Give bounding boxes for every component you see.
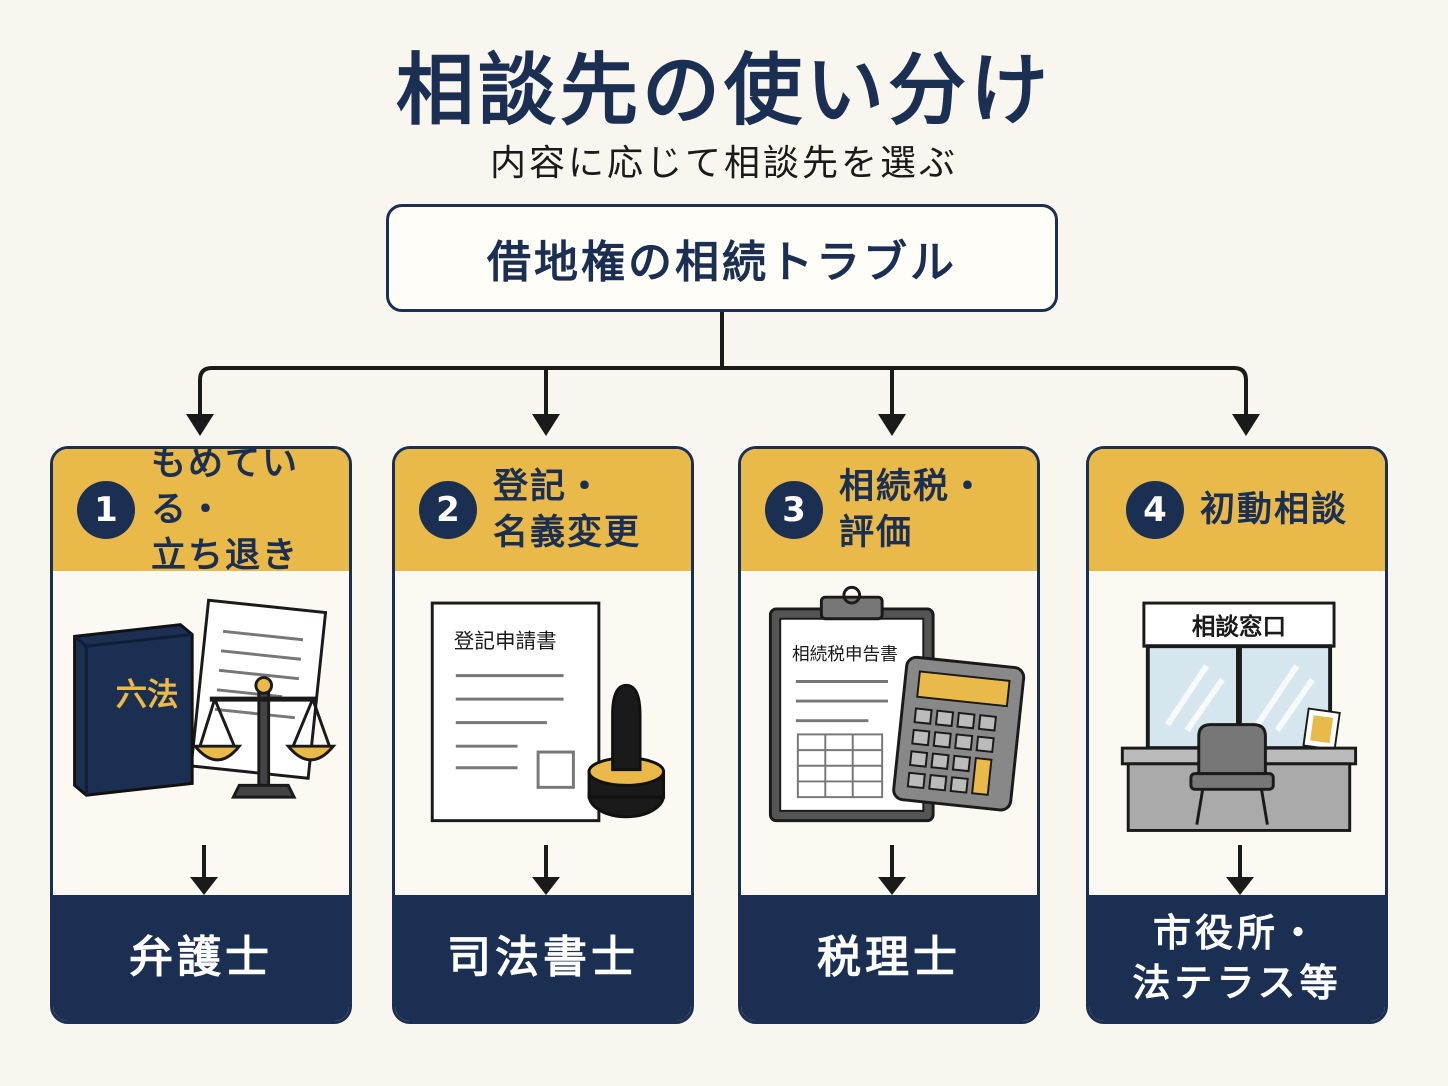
page-title: 相談先の使い分け [395,46,1052,136]
arrow-head-4 [1232,414,1260,436]
counter-window-icon: 相談窓口 [1120,601,1358,832]
document-title: 登記申請書 [454,629,557,653]
counter-sign: 相談窓口 [1192,612,1286,640]
card-topic: 相続税・ 評価 [839,467,988,553]
arrow-head-3 [878,414,906,436]
connector-lines [186,312,1260,436]
card-topic: 初動相談 [1199,490,1348,530]
down-arrow-icon [878,845,906,895]
arrow-head-1 [186,414,214,436]
down-arrow-icon [1226,845,1254,895]
card-topic: もめている・ 立ち退き [151,446,300,576]
number-badge: 4 [1125,481,1184,539]
card-topic: 登記・ 名義変更 [493,467,642,553]
card-1: 1 もめている・ 立ち退き 六法 [50,446,352,1024]
advisor-label: 市役所・ 法テラス等 [1089,895,1385,1021]
card-header: 4 初動相談 [1089,449,1385,571]
page-subtitle: 内容に応じて相談先を選ぶ [489,143,958,184]
document-title: 相続税申告書 [792,644,898,665]
law-book-scales-icon: 六法 [73,598,337,799]
down-arrow-icon [190,845,218,895]
advisor-label: 司法書士 [395,895,691,1021]
book-label: 六法 [116,677,179,713]
card-header: 2 登記・ 名義変更 [395,449,691,571]
clipboard-calculator-icon: 相続税申告書 [768,585,1026,823]
document-stamp-icon: 登記申請書 [430,601,666,823]
down-arrow-icon [532,845,560,895]
card-header: 1 もめている・ 立ち退き [53,449,349,576]
card-3: 3 相続税・ 評価 相続税申告書 [738,446,1040,1024]
root-box: 借地権の相続トラブル [386,204,1058,312]
number-badge: 3 [765,481,823,539]
advisor-label: 弁護士 [53,895,349,1021]
card-4: 4 初動相談 相談窓口 市役所・ 法テラス等 [1086,446,1388,1024]
arrow-head-2 [532,414,560,436]
number-badge: 1 [77,481,135,539]
card-2: 2 登記・ 名義変更 登記申請書 司法書士 [392,446,694,1024]
card-header: 3 相続税・ 評価 [741,449,1037,571]
number-badge: 2 [419,481,477,539]
advisor-label: 税理士 [741,895,1037,1021]
branch-bar [198,366,1248,414]
